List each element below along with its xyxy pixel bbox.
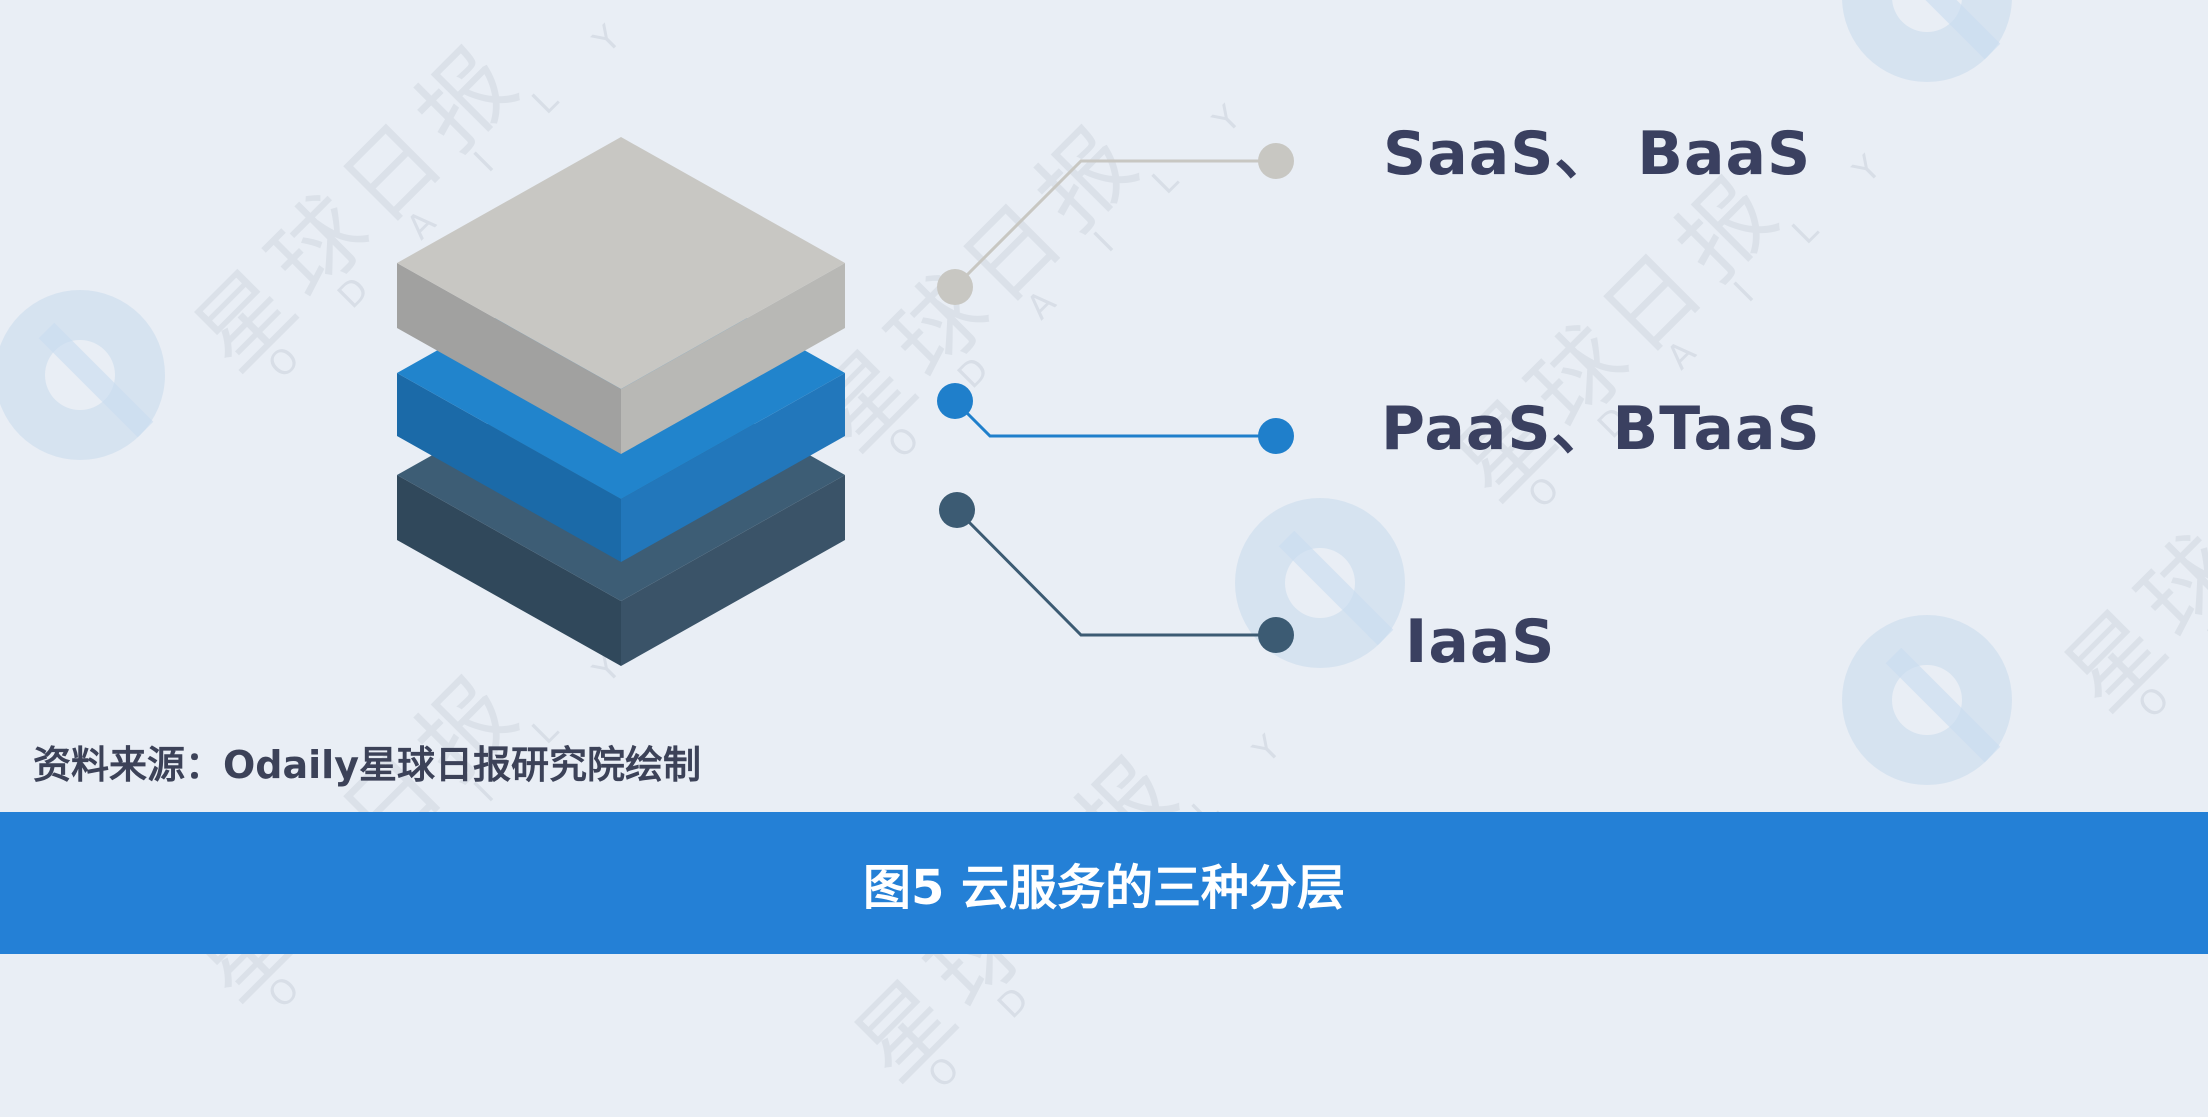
- slab-bottom-left-face: [397, 475, 621, 666]
- connector-dot-middle-end: [1258, 418, 1294, 454]
- layer-label-saas-baas: SaaS、 BaaS: [1383, 119, 1812, 189]
- slab-top-top-face: [397, 137, 845, 389]
- connector-line-bottom: [955, 508, 1276, 637]
- caption-bar: 图5 云服务的三种分层: [0, 812, 2208, 954]
- slab-middle-left-face: [397, 373, 621, 562]
- slab-bottom-right-face: [621, 475, 845, 666]
- layer-label-iaas: IaaS: [1405, 607, 1556, 677]
- connector-dot-bottom-end: [1258, 617, 1294, 653]
- connector-dot-bottom-start: [939, 492, 975, 528]
- slab-top-left-face: [397, 263, 621, 454]
- connector-line-top: [953, 159, 1276, 289]
- connector-dot-top-end: [1258, 143, 1294, 179]
- cloud-layer-stack-diagram: [397, 137, 1294, 666]
- connector-dot-top-start: [937, 269, 973, 305]
- layer-slab-top: [397, 137, 845, 454]
- connector-line-middle: [953, 399, 1276, 438]
- source-note: 资料来源：Odaily星球日报研究院绘制: [33, 743, 701, 787]
- layer-label-paas-btaas: PaaS、BTaaS: [1381, 394, 1821, 464]
- connector-dot-middle-start: [937, 383, 973, 419]
- slab-top-right-face: [621, 263, 845, 454]
- figure-caption: 图5 云服务的三种分层: [862, 860, 1346, 916]
- slab-middle-right-face: [621, 373, 845, 562]
